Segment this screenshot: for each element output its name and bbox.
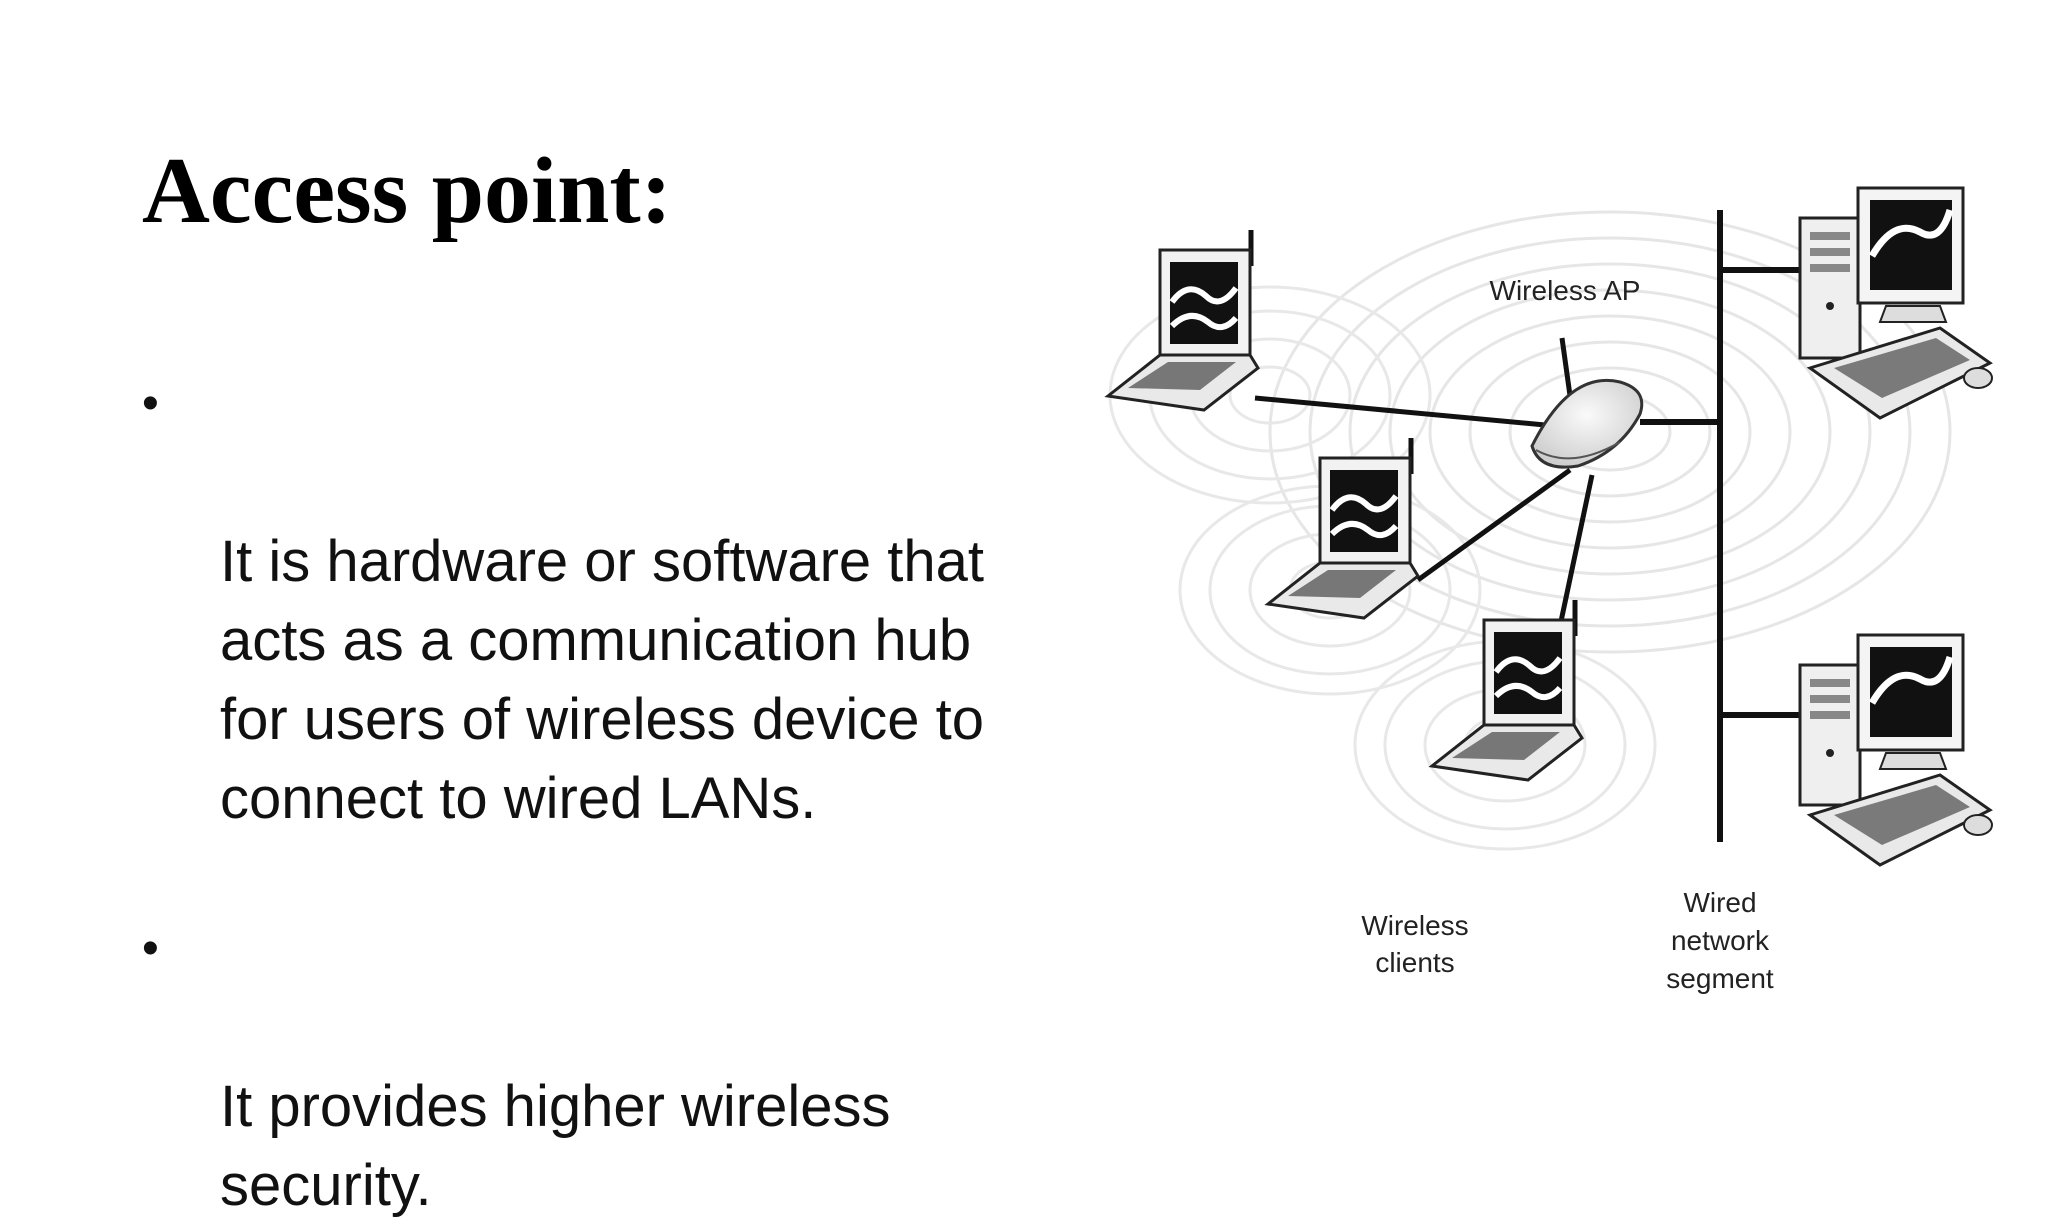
wireless-link-line	[1416, 467, 1572, 583]
bullet-item: • It provides higher wireless security.	[142, 909, 1062, 1225]
bullet-item: • It is hardware or software that acts a…	[142, 364, 1062, 838]
desktop-computer-icon	[1798, 186, 1993, 420]
bullet-text: It provides higher wireless security.	[220, 1074, 891, 1218]
laptop-icon	[1104, 230, 1260, 412]
laptop-icon	[1264, 438, 1420, 620]
desktop-computer-icon	[1798, 633, 1993, 867]
wireless-link-line	[1254, 395, 1546, 428]
wireless-clients-label-line1: Wireless	[1361, 910, 1468, 941]
wireless-ap-icon	[1530, 337, 1644, 469]
bullet-dot-icon: •	[142, 922, 159, 975]
bullet-text: It is hardware or software that acts as …	[220, 529, 984, 831]
wired-segment-label-line2: network	[1671, 925, 1770, 956]
wired-segment-label-line3: segment	[1666, 963, 1774, 994]
laptop-icon	[1428, 600, 1584, 782]
slide: Access point: • It is hardware or softwa…	[142, 139, 2000, 1218]
slide-title: Access point:	[142, 139, 672, 243]
bullet-dot-icon: •	[142, 377, 159, 430]
access-point-diagram: Wireless AP Wireless clients Wired netwo…	[1100, 170, 2000, 1020]
wireless-ap-label: Wireless AP	[1490, 275, 1641, 306]
bullet-list: • It is hardware or software that acts a…	[142, 364, 1062, 1225]
wired-segment-label-line1: Wired	[1683, 887, 1756, 918]
wireless-clients-label-line2: clients	[1375, 947, 1454, 978]
ap-signal-waves	[1268, 210, 1952, 654]
